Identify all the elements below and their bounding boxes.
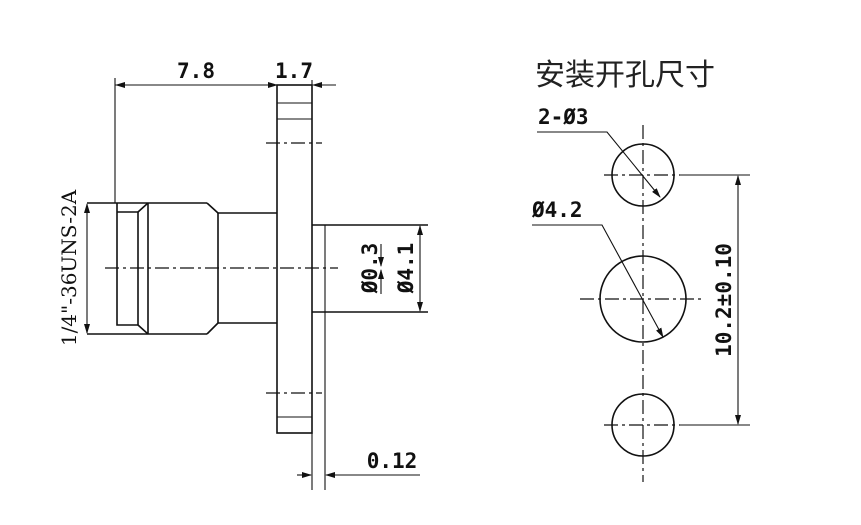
- dim-pin-label: Ø0.3: [358, 243, 382, 295]
- spacing-label: 10.2±0.10: [712, 243, 736, 357]
- side-view: 7.8 1.7 1/4"-36UNS-2A Ø4.1 Ø0.3 0.12: [57, 59, 428, 490]
- small-holes-label: 2-Ø3: [538, 105, 589, 129]
- dim-thread-label: 1/4"-36UNS-2A: [57, 189, 81, 346]
- panel-cutout: 安装开孔尺寸 2-Ø3 Ø4.2 10.2±0.10: [531, 58, 750, 482]
- rear-body: [311, 224, 428, 490]
- cutout-title: 安装开孔尺寸: [535, 58, 715, 93]
- dim-flange-label: 1.7: [275, 59, 313, 83]
- dim-pin-body-label: Ø4.1: [394, 243, 418, 295]
- center-hole-label: Ø4.2: [531, 198, 583, 222]
- dim-length-label: 7.8: [177, 59, 215, 83]
- flange: [276, 84, 313, 434]
- dim-offset-label: 0.12: [367, 449, 418, 473]
